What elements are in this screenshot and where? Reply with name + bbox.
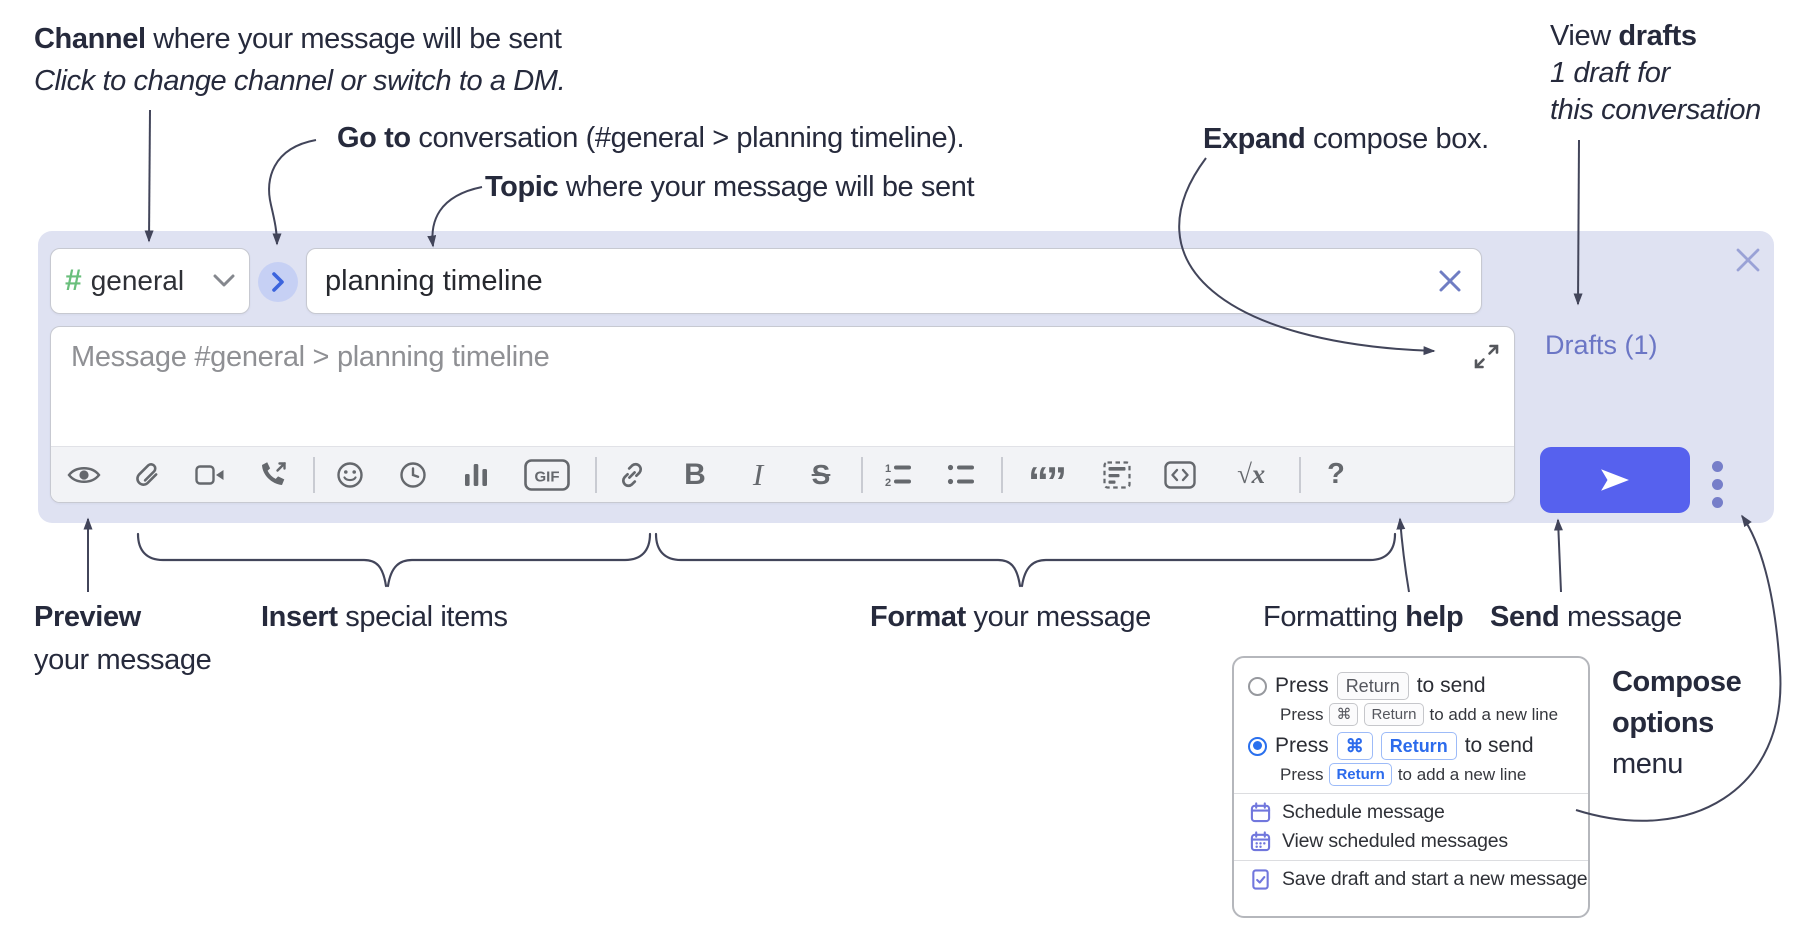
- ellipsis-dot: [1712, 497, 1723, 508]
- save-draft-icon: [1252, 869, 1269, 890]
- channel-annotation-line2: Click to change channel or switch to a D…: [34, 65, 566, 97]
- spoiler-icon[interactable]: [1100, 455, 1134, 495]
- italic-icon[interactable]: I: [752, 456, 764, 492]
- link-icon[interactable]: [615, 455, 649, 495]
- video-call-icon[interactable]: [193, 455, 227, 495]
- menu-divider: [1234, 793, 1588, 794]
- channel-selector[interactable]: # general: [50, 248, 250, 314]
- goto-annotation-rest: conversation (#general > planning timeli…: [410, 122, 965, 154]
- radio-selected-icon[interactable]: [1248, 736, 1267, 756]
- calendar-list-icon: [1250, 831, 1271, 852]
- chevron-right-icon: [272, 272, 284, 292]
- compose-options-menu-button[interactable]: [1712, 461, 1723, 508]
- toolbar-divider: [313, 456, 315, 493]
- message-compose-area[interactable]: Message #general > planning timeline: [50, 326, 1515, 503]
- kbd-cmd: ⌘: [1336, 732, 1373, 760]
- bulleted-list-icon[interactable]: [944, 455, 978, 495]
- expand-annotation: Expand compose box.: [1203, 118, 1489, 160]
- topic-annotation-rest: where your message will be sent: [558, 171, 975, 203]
- attach-file-icon[interactable]: [130, 455, 164, 495]
- help-icon[interactable]: ?: [1327, 458, 1345, 490]
- drafts-annotation-bold: drafts: [1618, 20, 1697, 52]
- send-shortcut-option-1-sub: Press ⌘ Return to add a new line: [1280, 703, 1574, 726]
- close-icon: [1736, 248, 1760, 272]
- kbd-cmd: ⌘: [1329, 703, 1359, 726]
- ellipsis-dot: [1712, 479, 1723, 490]
- channel-annotation: Channel where your message will be sent …: [34, 18, 566, 102]
- insert-brace: [136, 532, 652, 588]
- menu-divider: [1234, 860, 1588, 861]
- channel-hash-icon: #: [65, 264, 82, 297]
- expand-diagonal-icon: [1474, 344, 1499, 369]
- channel-name: general: [90, 265, 185, 296]
- gif-icon[interactable]: GIF: [522, 455, 572, 495]
- time-icon[interactable]: [396, 455, 430, 495]
- toolbar-divider: [861, 456, 863, 493]
- kbd-return: Return: [1364, 703, 1424, 726]
- drafts-annotation-line3: this conversation: [1550, 94, 1761, 126]
- topic-annotation-bold: Topic: [485, 171, 559, 203]
- kbd-return: Return: [1329, 763, 1392, 786]
- send-shortcut-option-1[interactable]: Press Return to send: [1248, 672, 1574, 700]
- svg-text:1: 1: [885, 463, 891, 475]
- topic-value: planning timeline: [325, 264, 543, 297]
- math-icon[interactable]: √x: [1236, 459, 1266, 489]
- close-compose-button[interactable]: [1732, 244, 1764, 276]
- toolbar-divider: [1001, 456, 1003, 493]
- ellipsis-dot: [1712, 461, 1723, 472]
- poll-icon[interactable]: [459, 455, 493, 495]
- quote-icon[interactable]: “”: [1028, 457, 1067, 503]
- emoji-icon[interactable]: [333, 455, 367, 495]
- goto-annotation-bold: Go to: [337, 122, 411, 154]
- expand-compose-button[interactable]: [1473, 343, 1500, 370]
- send-button[interactable]: [1540, 447, 1690, 513]
- go-to-conversation-button[interactable]: [258, 262, 298, 302]
- radio-unselected-icon[interactable]: [1248, 676, 1267, 696]
- code-icon[interactable]: [1163, 455, 1197, 495]
- drafts-annotation-line2: 1 draft for: [1550, 57, 1670, 89]
- send-plane-icon: [1601, 469, 1629, 491]
- svg-text:GIF: GIF: [535, 468, 560, 485]
- format-brace: [654, 532, 1397, 588]
- calendar-icon: [1250, 802, 1271, 823]
- menu-item-view-scheduled-messages[interactable]: View scheduled messages: [1250, 830, 1572, 853]
- chevron-down-icon: [213, 274, 235, 287]
- strikethrough-icon[interactable]: S: [811, 458, 831, 490]
- preview-annotation: Preview your message: [34, 601, 212, 676]
- format-annotation: Format your message: [870, 601, 1151, 633]
- clear-topic-icon[interactable]: [1437, 268, 1463, 294]
- message-placeholder: Message #general > planning timeline: [71, 341, 550, 373]
- channel-annotation-rest: where your message will be sent: [145, 23, 562, 55]
- send-message-annotation: Send message: [1490, 601, 1682, 633]
- expand-annotation-bold: Expand: [1203, 123, 1306, 155]
- topic-annotation: Topic where your message will be sent: [485, 166, 975, 208]
- channel-annotation-bold: Channel: [34, 23, 146, 55]
- toolbar-divider: [1299, 456, 1301, 493]
- voice-call-icon[interactable]: [256, 455, 290, 495]
- formatting-help-annotation: Formatting help: [1263, 601, 1464, 633]
- topic-input[interactable]: planning timeline: [306, 248, 1482, 314]
- drafts-annotation-pre: View: [1550, 20, 1619, 52]
- bold-icon[interactable]: B: [684, 457, 706, 491]
- drafts-link[interactable]: Drafts (1): [1545, 330, 1658, 360]
- expand-annotation-rest: compose box.: [1305, 123, 1489, 155]
- toolbar-divider: [595, 456, 597, 493]
- send-shortcut-option-2[interactable]: Press ⌘ Return to send: [1248, 732, 1574, 760]
- goto-annotation: Go to conversation (#general > planning …: [337, 117, 965, 159]
- kbd-return: Return: [1336, 672, 1409, 700]
- kbd-return: Return: [1380, 732, 1457, 760]
- drafts-annotation: View drafts 1 draft for this conversatio…: [1550, 18, 1761, 129]
- svg-text:2: 2: [885, 477, 891, 488]
- send-shortcut-option-2-sub: Press Return to add a new line: [1280, 763, 1574, 786]
- preview-eye-icon[interactable]: [67, 455, 101, 495]
- compose-options-menu: Press Return to send Press ⌘ Return to a…: [1232, 656, 1590, 918]
- insert-annotation: Insert special items: [261, 601, 508, 633]
- compose-options-annotation: Compose options menu: [1612, 666, 1742, 780]
- menu-item-schedule-message[interactable]: Schedule message: [1250, 801, 1572, 824]
- menu-item-save-draft[interactable]: Save draft and start a new message: [1250, 868, 1588, 891]
